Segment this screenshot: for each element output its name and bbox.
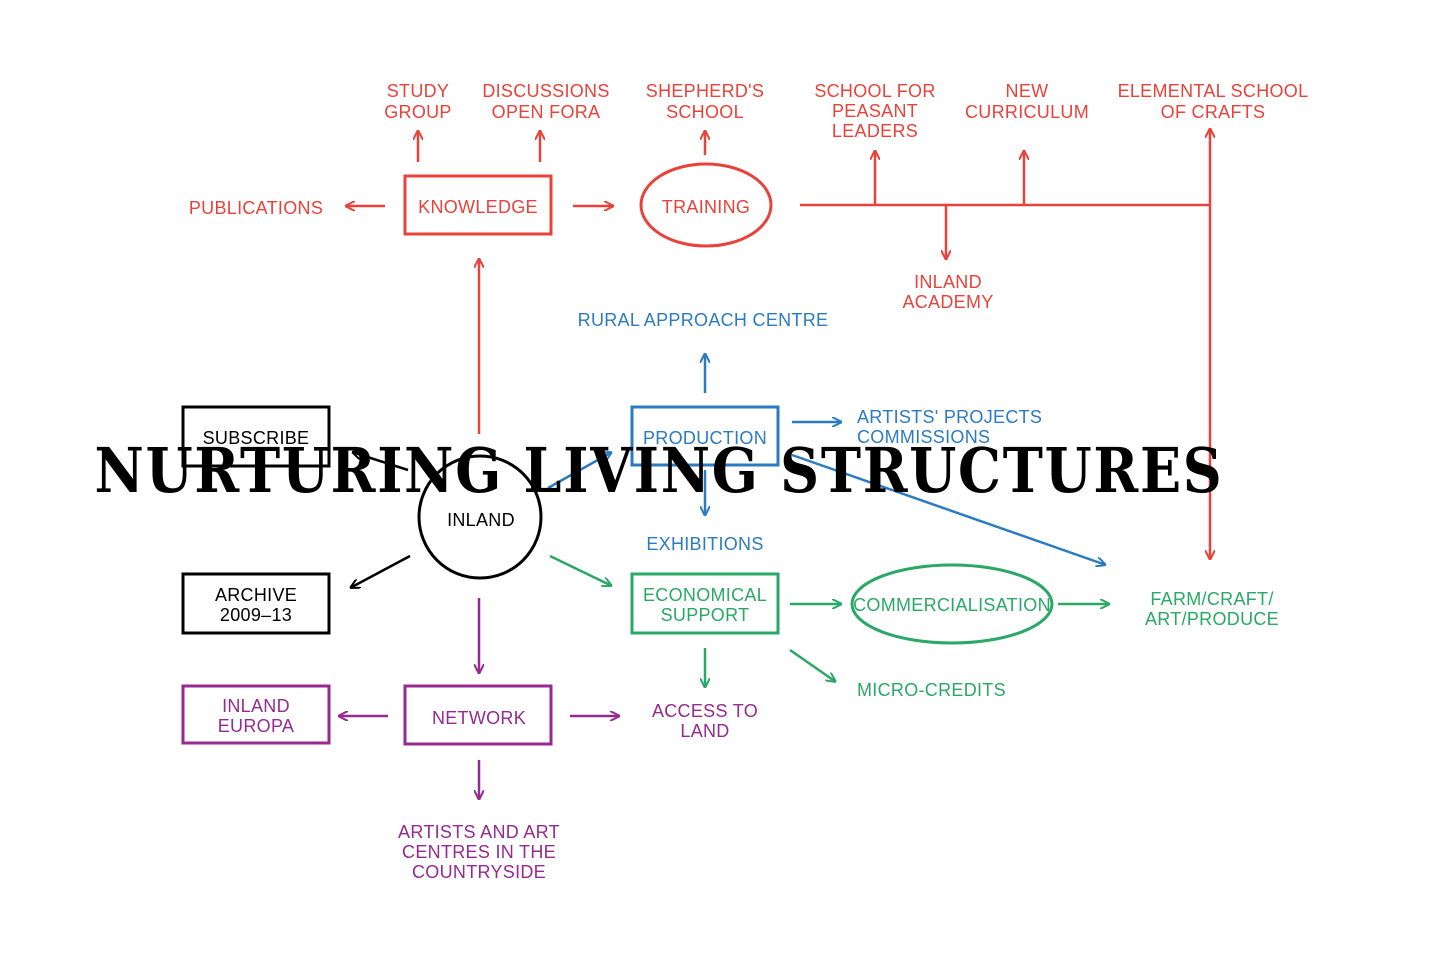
black-edges (350, 452, 411, 590)
production-box (630, 405, 780, 467)
inland-europa-box (181, 684, 331, 745)
inland-circle (417, 454, 543, 580)
edge-inland-production (547, 452, 612, 490)
edge-inland-subscribe (352, 452, 409, 472)
edge-economical-microcredits (789, 648, 836, 682)
node-exhibitions[interactable]: EXHIBITIONS (646, 534, 763, 554)
node-rural-approach-centre[interactable]: RURAL APPROACH CENTRE (578, 310, 829, 330)
node-inland[interactable]: INLAND (447, 510, 515, 530)
node-production[interactable]: PRODUCTION (643, 428, 767, 448)
edge-inland-archive (350, 554, 411, 590)
subscribe-box (181, 405, 331, 468)
red-edges (345, 128, 1210, 560)
node-network[interactable]: NETWORK (432, 708, 526, 728)
node-training[interactable]: TRAINING (662, 197, 750, 217)
node-farm-craft-art-produce[interactable]: FARM/CRAFT/ART/PRODUCE (1145, 589, 1279, 629)
edge-production-farm (791, 453, 1106, 565)
network-box (403, 684, 553, 746)
edge-inland-economical (549, 554, 612, 586)
overlay-title: NURTURING LIVING STRUCTURES (94, 434, 1224, 507)
node-micro-credits[interactable]: MICRO-CREDITS (857, 680, 1006, 700)
knowledge-box (403, 174, 553, 236)
node-commercialisation[interactable]: COMMERCIALISATION (853, 595, 1051, 615)
archive-box (181, 572, 331, 635)
economical-support-box (630, 572, 780, 635)
node-publications[interactable]: PUBLICATIONS (189, 198, 323, 218)
blue-edges (547, 353, 1106, 565)
node-knowledge[interactable]: KNOWLEDGE (418, 197, 538, 217)
commercialisation-ellipse (850, 563, 1054, 645)
training-ellipse (639, 162, 773, 248)
green-edges (549, 554, 1110, 688)
purple-edges (338, 598, 620, 800)
node-subscribe[interactable]: SUBSCRIBE (203, 428, 310, 448)
